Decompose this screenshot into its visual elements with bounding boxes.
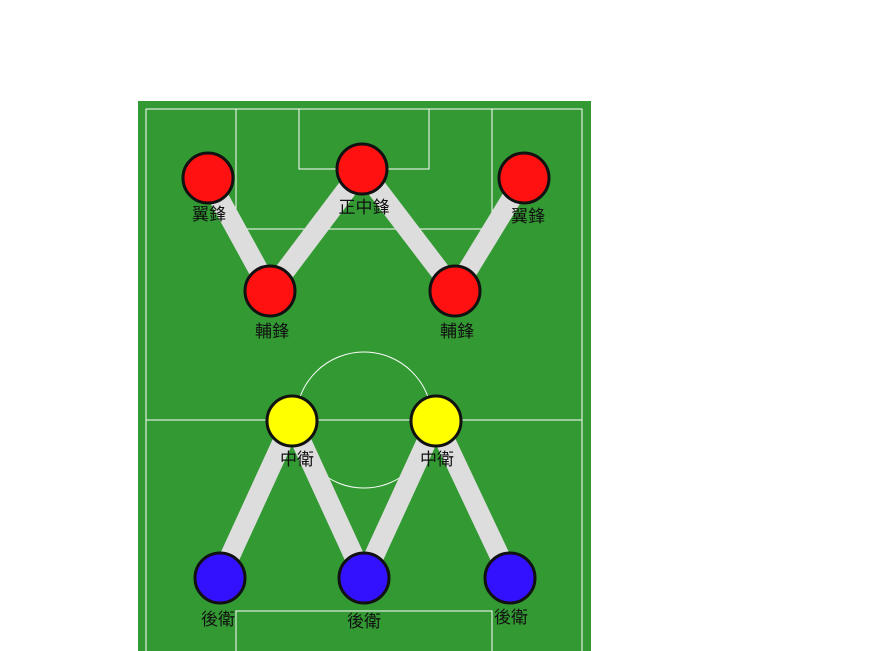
player-marker-forward (335, 142, 389, 196)
player-lsf: 輔鋒 (243, 264, 297, 342)
player-lb: 後衛 (193, 551, 247, 630)
player-cb: 後衛 (337, 551, 391, 632)
player-marker-forward (428, 264, 482, 318)
player-label: 輔鋒 (440, 322, 474, 342)
link-rcm-rb (426, 416, 520, 583)
player-rcm: 中衛 (409, 394, 463, 470)
link-cb-rcm (354, 416, 446, 583)
player-marker-midfielder (265, 394, 319, 448)
player-label: 後衛 (347, 612, 381, 632)
link-lb-lcm (210, 416, 302, 583)
link-lcm-cb (282, 416, 374, 583)
pitch-markings (145, 108, 583, 651)
player-label: 輔鋒 (255, 322, 289, 342)
player-rb: 後衛 (483, 551, 537, 628)
player-rsf: 輔鋒 (428, 264, 482, 342)
player-rw: 翼鋒 (497, 151, 551, 227)
player-lw: 翼鋒 (181, 151, 235, 225)
player-marker-midfielder (409, 394, 463, 448)
player-lcm: 中衛 (265, 394, 319, 470)
player-label: 翼鋒 (192, 205, 226, 225)
player-marker-defender (483, 551, 537, 605)
player-label: 中衛 (420, 450, 454, 470)
player-marker-defender (193, 551, 247, 605)
player-label: 翼鋒 (511, 207, 545, 227)
player-label: 正中鋒 (339, 198, 390, 218)
player-cf: 正中鋒 (335, 142, 390, 218)
player-marker-forward (243, 264, 297, 318)
player-marker-forward (181, 151, 235, 205)
bottom-penalty-box (235, 610, 493, 651)
player-label: 後衛 (201, 610, 235, 630)
player-marker-forward (497, 151, 551, 205)
player-label: 中衛 (280, 450, 314, 470)
player-marker-defender (337, 551, 391, 605)
player-label: 後衛 (494, 608, 528, 628)
